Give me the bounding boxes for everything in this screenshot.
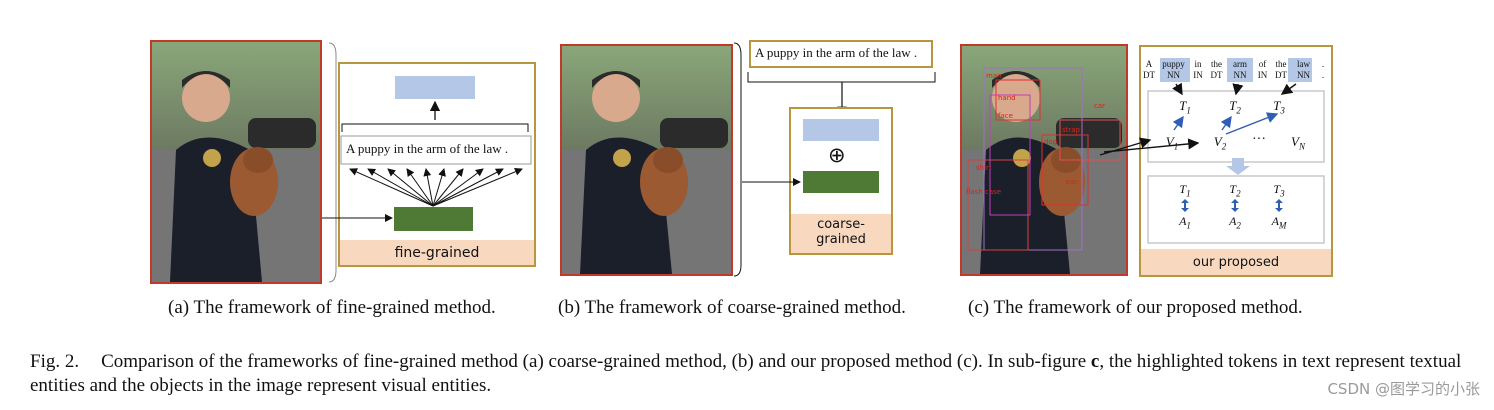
token: .. (1321, 59, 1325, 80)
sentence-text-a: A puppy in the arm of the law . (346, 141, 509, 156)
caption-a: (a) The framework of fine-grained method… (168, 297, 496, 318)
caption-c: (c) The framework of our proposed method… (968, 297, 1303, 318)
visual-vector-a (394, 207, 473, 231)
t-node-3: T3 (1273, 98, 1285, 116)
coarse-label-line2: grained (816, 232, 866, 247)
svg-text:strap: strap (1062, 126, 1081, 134)
svg-text:dog: dog (1044, 138, 1057, 146)
v-node-1: V1 (1165, 134, 1179, 152)
panel-b (560, 40, 936, 277)
photo-b (560, 44, 733, 276)
t-node-lower-2: T2 (1229, 182, 1241, 199)
caption-b: (b) The framework of coarse-grained meth… (558, 297, 906, 318)
fine-grained-label: fine-grained (394, 245, 480, 261)
t-node-lower-3: T3 (1273, 182, 1285, 199)
a-node-m: AM (1271, 214, 1287, 231)
t-node-lower-1: T1 (1179, 182, 1191, 199)
coarse-label-line1: coarse- (817, 217, 865, 232)
sentence-text-b: A puppy in the arm of the law . (755, 45, 918, 60)
v-ellipsis: ··· (1252, 132, 1266, 147)
v-node-n: VN (1291, 134, 1305, 152)
output-vector-a (395, 76, 475, 99)
sentence-box-b (749, 40, 933, 68)
figure-caption-text-1: Comparison of the frameworks of fine-gra… (101, 351, 1091, 372)
t-node-1: T1 (1179, 98, 1191, 116)
figure-caption: Fig. 2. Comparison of the frameworks of f… (30, 350, 1470, 398)
fan-arrows-a (349, 167, 523, 207)
figure-caption-text-2: , the highlighted tokens in text represe… (30, 351, 1462, 396)
figure-caption-bold: c (1090, 351, 1100, 372)
svg-text:hand: hand (998, 94, 1016, 102)
coarse-grained-label: coarse- grained (791, 217, 891, 247)
visual-vector-b (803, 171, 879, 193)
text-vector-b (803, 119, 879, 141)
svg-text:shirt: shirt (976, 164, 992, 172)
photo-c: man hand dog ear face strap car flash ca… (960, 44, 1128, 276)
panel-a (150, 40, 536, 284)
svg-text:face: face (998, 112, 1013, 120)
v-node-2: V2 (1213, 134, 1227, 152)
our-proposed-label: our proposed (1192, 255, 1280, 270)
a-node-1: A1 (1179, 214, 1191, 231)
svg-text:car: car (1094, 102, 1105, 110)
plus-symbol: ⊕ (828, 143, 846, 167)
watermark: CSDN @图学习的小张 (1327, 380, 1480, 398)
photo-a (150, 40, 322, 284)
svg-text:ear: ear (1066, 178, 1078, 186)
t-node-2: T2 (1229, 98, 1241, 116)
a-node-2: A2 (1229, 214, 1241, 231)
token-highlights (1160, 58, 1312, 82)
panel-c: man hand dog ear face strap car flash ca… (960, 44, 1333, 277)
svg-text:man: man (986, 72, 1002, 80)
sentence-box-a (340, 135, 532, 165)
svg-text:flash case: flash case (966, 188, 1001, 196)
figure-label: Fig. 2. (30, 351, 80, 372)
